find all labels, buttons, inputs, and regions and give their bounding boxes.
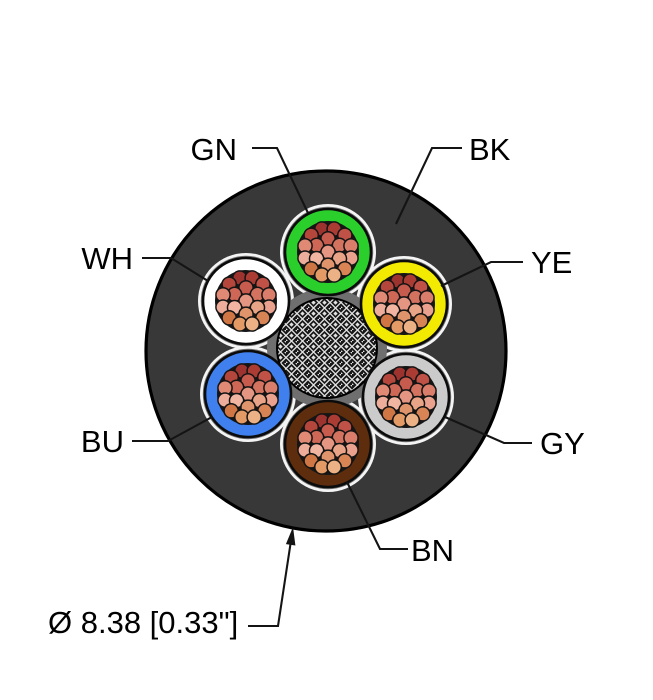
copper-strand <box>404 412 421 428</box>
label-bn: BN <box>411 533 454 568</box>
copper-strand <box>402 319 419 335</box>
leader-bk <box>395 146 462 225</box>
copper-strand <box>244 316 261 332</box>
copper-strand <box>326 459 343 475</box>
conductor-wh <box>201 256 291 346</box>
copper-strand <box>246 409 263 425</box>
conductor-bn <box>283 399 373 489</box>
dimension-arrowhead-icon <box>285 527 296 546</box>
leader-bu <box>132 416 213 443</box>
label-gy: GY <box>540 426 585 461</box>
label-bu: BU <box>81 424 124 459</box>
conductor-gy <box>361 352 451 442</box>
label-diameter: Ø 8.38 [0.33"] <box>48 605 238 640</box>
label-ye: YE <box>531 245 572 280</box>
leader-wh <box>142 256 209 282</box>
leader-gy <box>444 416 532 445</box>
leader-dimension <box>248 533 294 628</box>
conductor-bu <box>203 349 293 439</box>
label-gn: GN <box>191 132 238 167</box>
leader-ye <box>440 260 523 287</box>
label-wh: WH <box>81 241 133 276</box>
conductor-gn <box>283 207 373 297</box>
copper-strand <box>326 267 343 283</box>
leader-bn <box>346 481 408 551</box>
conductor-ye <box>359 259 449 349</box>
conductor-layer <box>201 207 451 489</box>
braided-shield <box>276 297 378 399</box>
label-bk: BK <box>469 132 511 167</box>
leader-gn <box>252 146 309 214</box>
